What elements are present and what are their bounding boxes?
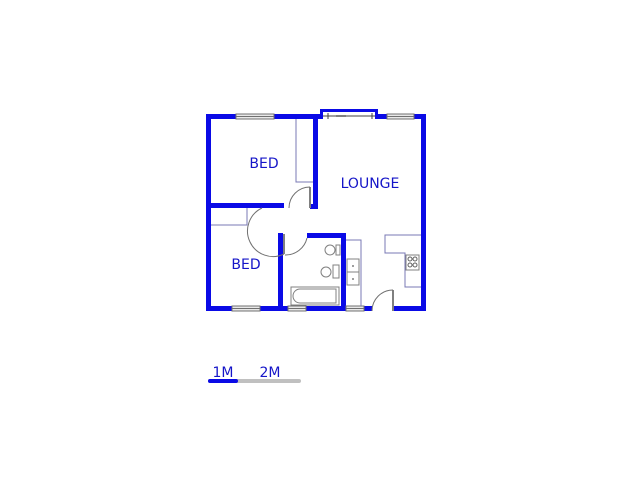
scale-label-1m: 1M [213, 365, 234, 381]
scale-label-2m: 2M [260, 365, 281, 381]
windows [231, 113, 415, 312]
room-label-lounge: LOUNGE [341, 176, 400, 192]
cupboards [211, 119, 421, 306]
room-label-bed-1: BED [249, 156, 278, 172]
room-labels: BED LOUNGE BED [231, 156, 399, 273]
toilet [320, 266, 332, 278]
stove [405, 254, 420, 271]
room-label-bed-2: BED [231, 257, 260, 273]
interior-walls [206, 114, 346, 311]
bathroom-fixtures [290, 244, 341, 306]
outer-walls [206, 109, 426, 311]
basin [324, 244, 336, 256]
scale-bar-primary [208, 379, 238, 383]
sliding-door [323, 113, 375, 119]
kitchen-fixtures [346, 254, 420, 286]
scale-bar: 1M 2M [208, 365, 301, 383]
doors [247, 186, 394, 312]
